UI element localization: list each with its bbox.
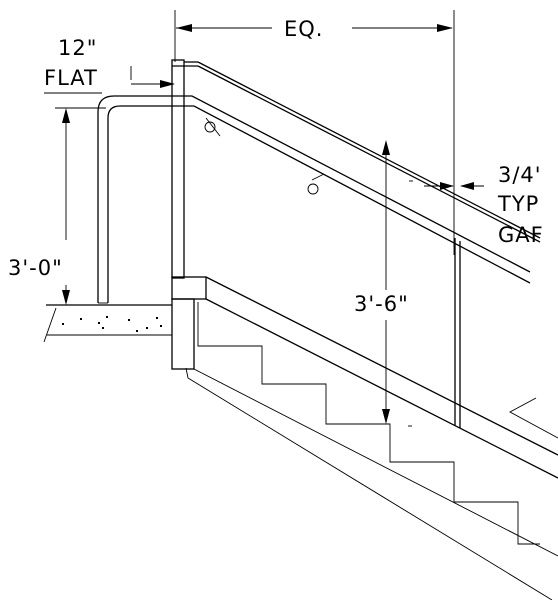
eq-dimension: EQ. <box>174 10 455 255</box>
gap-word-label: GAF <box>498 223 544 247</box>
height-3-6-dimension: 3'-6" <box>354 140 412 427</box>
stair-steps <box>197 302 540 545</box>
rail-bracket <box>307 173 325 195</box>
landing-slab <box>43 304 172 343</box>
gap-size-label: 3/4' <box>498 163 542 187</box>
gap-typ-label: TYP <box>497 192 539 216</box>
break-line <box>509 397 558 439</box>
rail-bracket <box>204 117 221 137</box>
handrail-return <box>97 95 531 304</box>
flat-length-label: 12" <box>58 36 97 60</box>
intermediate-post <box>454 238 461 428</box>
flat-label: FLAT <box>44 66 98 90</box>
guard-post <box>171 59 198 279</box>
guard-top-rail <box>197 61 541 243</box>
stair-stringer <box>171 276 558 600</box>
flat-dimension: 12" FLAT <box>44 36 175 94</box>
height-3-0-dimension: 3'-0" <box>8 107 106 305</box>
height-3-0-label: 3'-0" <box>8 256 63 280</box>
height-3-6-label: 3'-6" <box>354 292 409 316</box>
eq-label: EQ. <box>284 17 323 41</box>
gap-dimension: 3/4' TYP GAF <box>409 163 544 247</box>
